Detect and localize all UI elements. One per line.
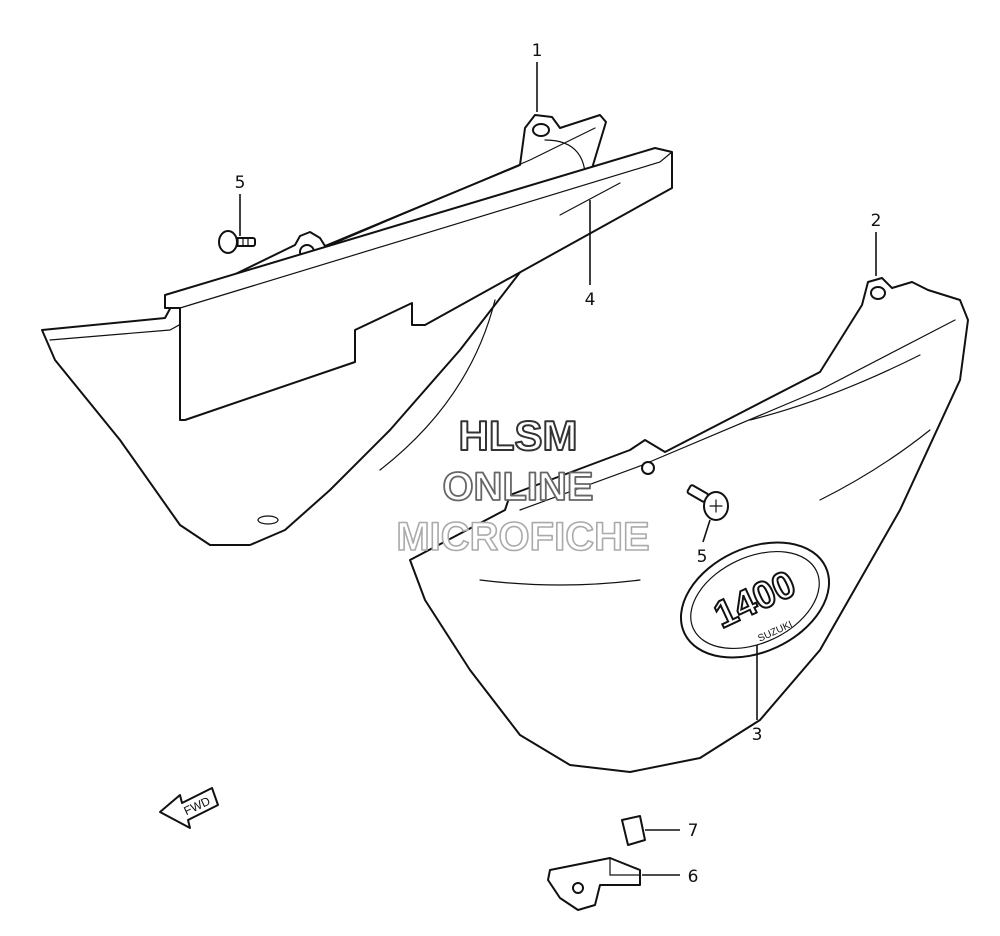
watermark-line3: MICROFICHE xyxy=(396,515,649,559)
watermark: HLSM ONLINE MICROFICHE xyxy=(396,411,651,560)
cushion-strip-part xyxy=(164,147,673,421)
callout-1: 1 xyxy=(532,41,543,61)
callout-2: 2 xyxy=(871,211,882,231)
pad-part xyxy=(621,815,646,846)
screw-left-part xyxy=(218,230,256,254)
callout-5a: 5 xyxy=(235,173,246,193)
watermark-line2: ONLINE xyxy=(442,465,593,509)
callout-5b: 5 xyxy=(697,547,708,567)
bracket-part xyxy=(547,857,641,911)
callout-3: 3 xyxy=(752,725,763,745)
callout-6: 6 xyxy=(688,867,699,887)
right-frame-cover-part xyxy=(409,277,969,773)
fwd-arrow-icon: FWD xyxy=(159,787,219,829)
emblem-part: 1400 SUZUKI xyxy=(679,541,831,659)
leader-5b xyxy=(702,519,711,543)
callout-7: 7 xyxy=(688,821,699,841)
callout-4: 4 xyxy=(585,290,596,310)
screw-right-part xyxy=(686,484,729,521)
watermark-line1: HLSM xyxy=(459,412,578,459)
